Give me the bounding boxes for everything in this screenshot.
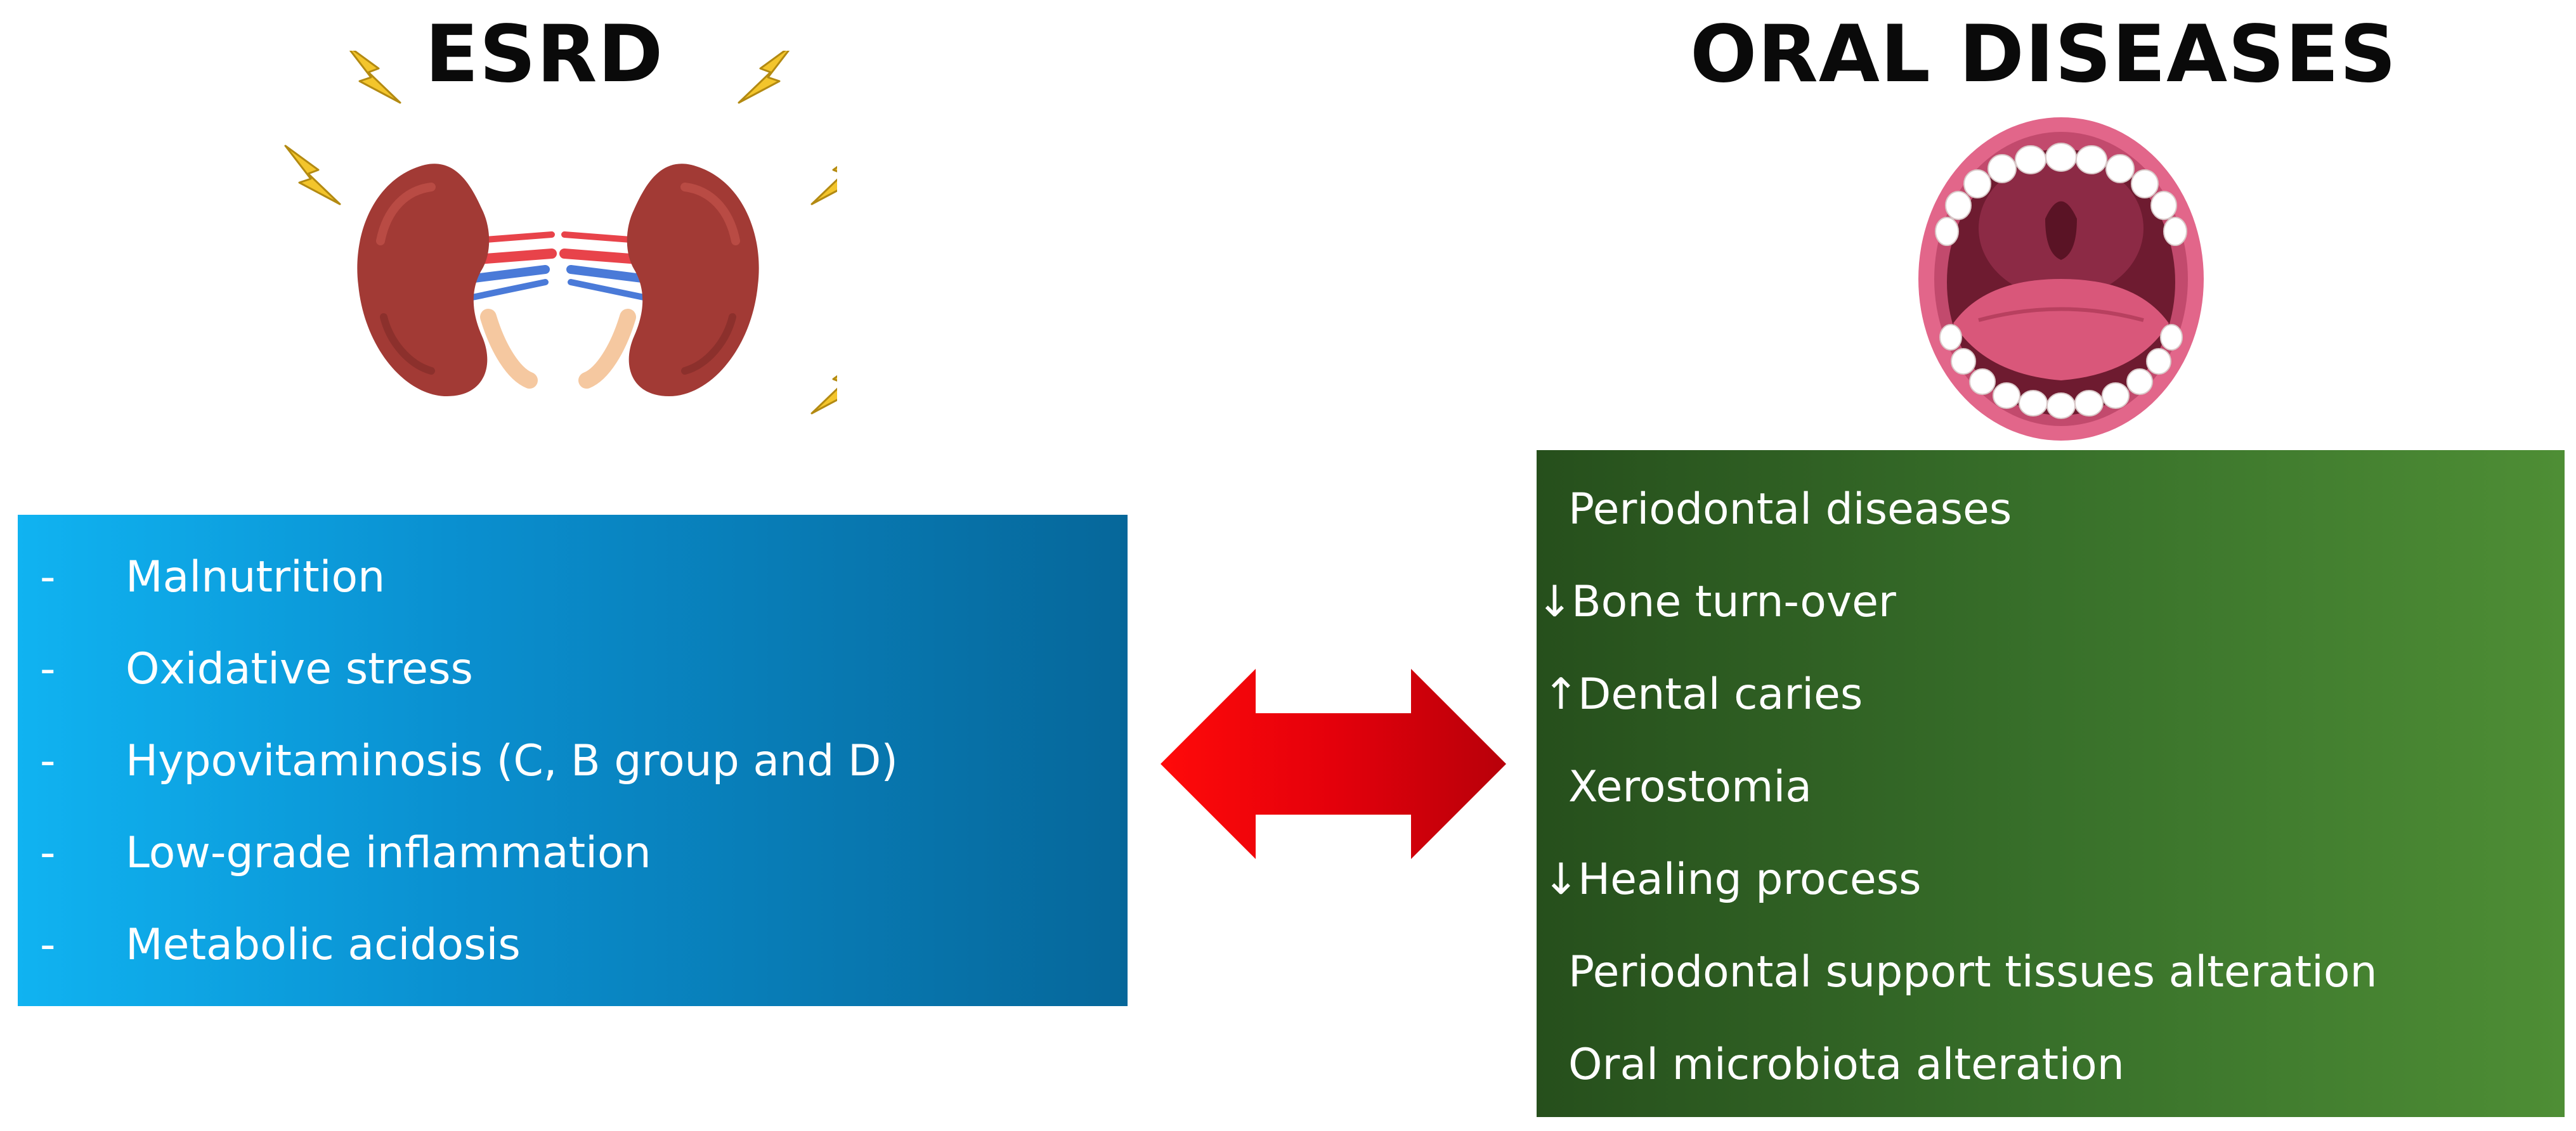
bullet-dash: - <box>40 736 56 786</box>
esrd-title: ESRD <box>425 9 664 100</box>
increase-arrow-icon: ↑ <box>1543 669 1579 720</box>
bullet-dash: - <box>40 644 56 694</box>
oral-list-item: ↓Bone turn-over <box>1537 581 1896 624</box>
esrd-item-label: Low-grade inflammation <box>126 828 651 878</box>
oral-diseases-title: ORAL DISEASES <box>1690 9 2397 100</box>
lightning-bolt-icon <box>810 145 837 205</box>
lightning-bolt-icon <box>738 51 795 104</box>
bullet-dash: - <box>40 920 56 970</box>
oral-item-label: Xerostomia <box>1568 762 1812 812</box>
open-mouth-icon <box>1918 117 2204 441</box>
oral-diseases-panel: Periodontal diseases ↓Bone turn-over ↑De… <box>1537 450 2565 1117</box>
esrd-item-label: Hypovitaminosis (C, B group and D) <box>126 736 898 786</box>
lightning-bolt-icon <box>810 354 837 415</box>
oral-list-item: Xerostomia <box>1568 766 1812 809</box>
decrease-arrow-icon: ↓ <box>1543 855 1579 905</box>
esrd-item-label: Malnutrition <box>126 552 386 602</box>
bullet-dash: - <box>40 552 56 602</box>
kidneys-icon <box>284 51 837 415</box>
lightning-bolt-icon <box>344 51 401 104</box>
oral-list-item: ↑Dental caries <box>1543 673 1863 716</box>
esrd-item-label: Oxidative stress <box>126 644 473 694</box>
lightning-bolt-icon <box>284 145 341 205</box>
oral-list-item: Periodontal diseases <box>1568 488 2012 531</box>
oral-list-item: ↓Healing process <box>1543 858 1922 902</box>
oral-list-item: Oral microbiota alteration <box>1568 1044 2124 1087</box>
double-headed-arrow-icon <box>1161 669 1506 859</box>
oral-list-item: Periodontal support tissues alteration <box>1568 951 2378 994</box>
esrd-item-label: Metabolic acidosis <box>126 920 521 970</box>
esrd-factors-panel: - Malnutrition - Oxidative stress - Hypo… <box>18 515 1128 1006</box>
oral-item-label: Periodontal support tissues alteration <box>1568 947 2378 997</box>
oral-item-label: Healing process <box>1578 855 1922 905</box>
bullet-dash: - <box>40 828 56 878</box>
oral-item-label: Periodontal diseases <box>1568 484 2012 534</box>
oral-item-label: Oral microbiota alteration <box>1568 1040 2124 1090</box>
oral-item-label: Bone turn-over <box>1571 577 1896 627</box>
oral-item-label: Dental caries <box>1578 669 1863 720</box>
decrease-arrow-icon: ↓ <box>1537 577 1573 627</box>
